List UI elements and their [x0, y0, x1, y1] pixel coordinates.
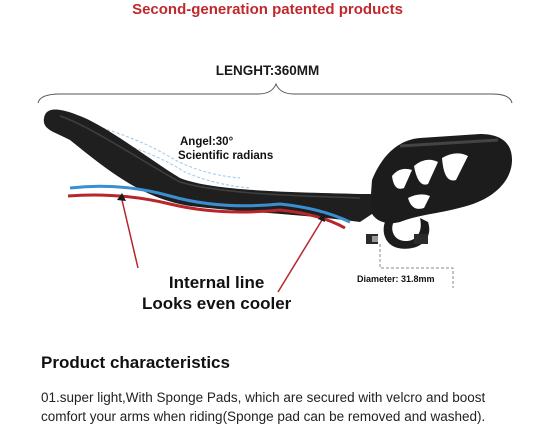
- length-label: LENGHT:360MM: [215, 63, 320, 78]
- extension-tube: [43, 109, 379, 222]
- length-bracket: [37, 82, 513, 104]
- arrow-left: [121, 199, 139, 269]
- angle-label-line1: Angel:30°: [180, 136, 234, 148]
- angle-label-line2: Scientific radians: [178, 150, 274, 162]
- diameter-callout: [379, 244, 454, 288]
- section-title: Product characteristics: [41, 353, 230, 372]
- cup-cutout-1: [392, 168, 412, 189]
- cable-blue: [69, 184, 351, 224]
- arrow-right: [277, 219, 323, 293]
- cup-cutout-3: [442, 153, 468, 181]
- internal-line-line2: Looks even cooler: [142, 294, 292, 313]
- angle-guide-lower: [99, 137, 251, 189]
- headline: Second-generation patented products: [132, 1, 403, 18]
- cup-cutout-4: [408, 194, 430, 209]
- description-line-2: comfort your arms when riding(Sponge pad…: [41, 409, 486, 424]
- internal-line-line1: Internal line: [168, 273, 265, 292]
- diameter-label: Diameter: 31.8mm: [357, 274, 435, 284]
- arm-rest-cup: [370, 134, 512, 224]
- angle-label: Angel:30° Scientific radians: [178, 135, 273, 163]
- characteristics-description: 01.super light,With Sponge Pads, which a…: [41, 388, 521, 426]
- cup-cutout-2: [414, 159, 438, 185]
- angle-guide-upper: [87, 123, 241, 179]
- description-line-1: 01.super light,With Sponge Pads, which a…: [41, 390, 486, 405]
- cable-red: [67, 193, 346, 230]
- internal-line-label: Internal line Looks even cooler: [142, 272, 291, 314]
